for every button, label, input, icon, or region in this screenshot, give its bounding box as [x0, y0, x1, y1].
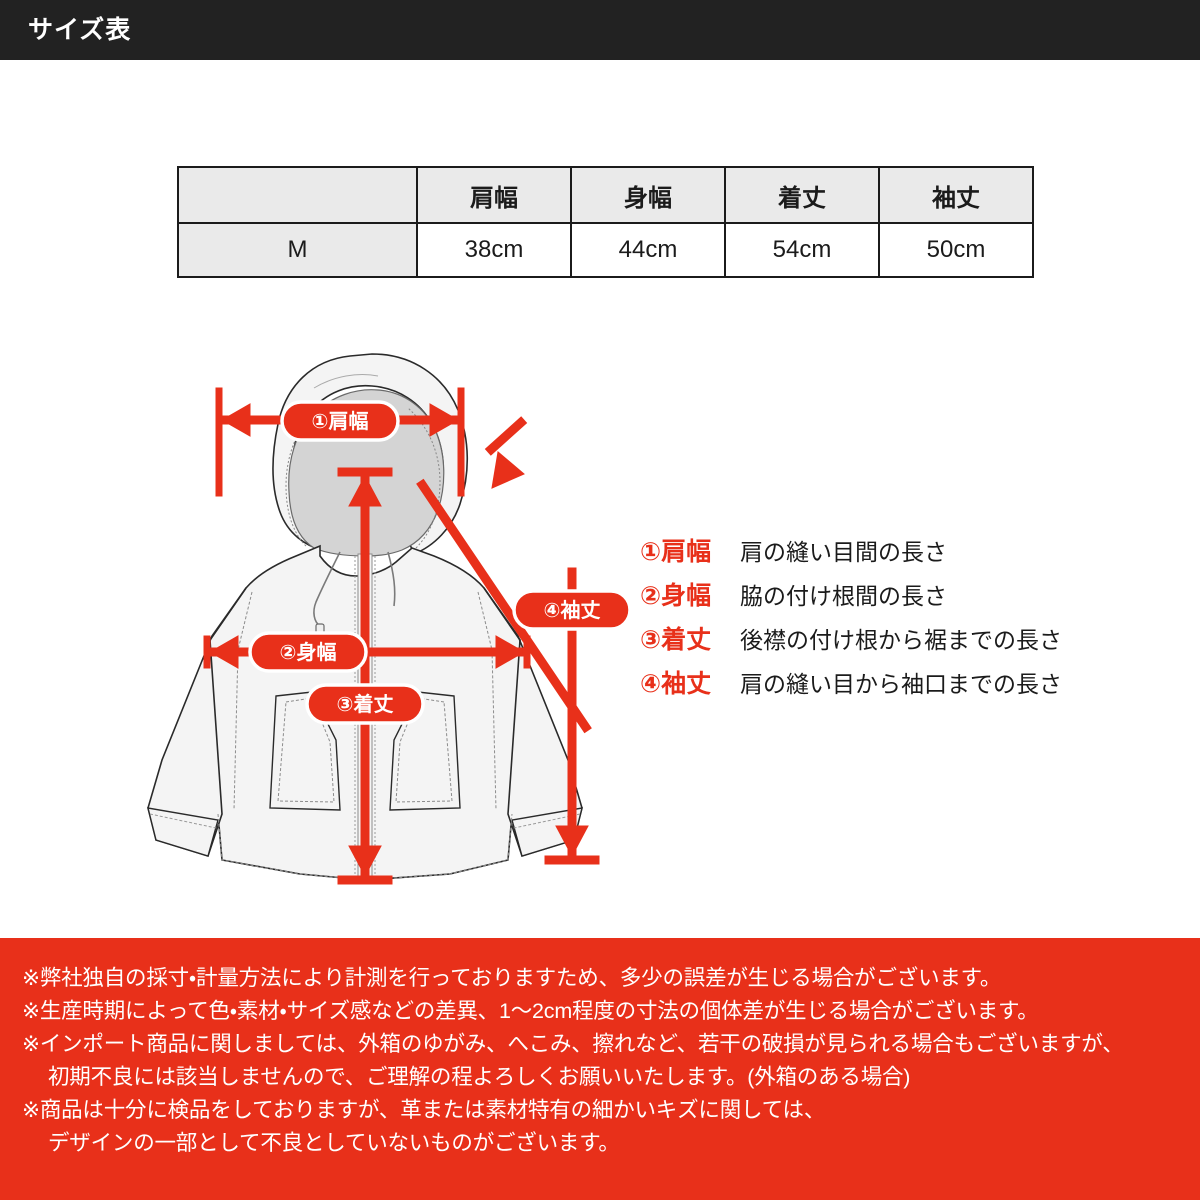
badge-shoulder-label: ①肩幅 — [312, 410, 369, 433]
badge-sleeve-label: ④袖丈 — [544, 599, 601, 622]
legend-item-length: ③着丈 後襟の付け根から裾までの長さ — [640, 620, 1110, 664]
badge-sleeve-pill — [512, 589, 632, 631]
table-header-cell-size — [177, 166, 418, 224]
shoulder-cap-right — [457, 387, 465, 497]
shoulder-cap-left — [215, 387, 223, 497]
badge-chest-label: ②身幅 — [280, 640, 337, 664]
disclaimer-line-3: ※インポート商品に関しましては、外箱のゆがみ、へこみ、擦れなど、若干の破損が見ら… — [22, 1032, 1124, 1056]
chest-arrowhead-right — [495, 635, 526, 669]
length-arrowhead-top — [348, 474, 382, 507]
seam-right-armhole — [477, 591, 497, 811]
legend-key-sleeve: ④袖丈 — [640, 670, 712, 698]
table-cell-sleeve-value: 50cm — [878, 222, 1034, 278]
chest-arrowhead-left — [208, 635, 239, 669]
disclaimer-line-4: 初期不良には該当しませんので、ご理解の程よろしくお願いいたします。(外箱のある場… — [48, 1065, 911, 1089]
page-title: サイズ表 — [28, 16, 132, 44]
table-row: M 38cm 44cm 54cm 50cm — [177, 222, 1034, 278]
sleeve-cap-top — [484, 416, 528, 456]
disclaimer-line-5: ※商品は十分に検品をしておりますが、革または素材特有の細かいキズに関しては、 — [22, 1098, 826, 1122]
badge-chest-pill — [248, 631, 368, 673]
table-cell-size-value: M — [177, 222, 418, 278]
badge-length-pill — [305, 683, 425, 725]
measurement-legend: ①肩幅 肩の縫い目間の長さ ②身幅 脇の付け根間の長さ ③着丈 後襟の付け根から… — [640, 532, 1110, 708]
table-cell-chest-value: 44cm — [570, 222, 726, 278]
legend-key-shoulder: ①肩幅 — [640, 538, 712, 566]
table-header-cell-shoulder: 肩幅 — [416, 166, 572, 224]
table-cell-length-value: 54cm — [724, 222, 880, 278]
legend-desc-sleeve: 肩の縫い目から袖口までの長さ — [740, 671, 1062, 697]
shoulder-arrowhead-right — [429, 403, 460, 437]
legend-item-chest: ②身幅 脇の付け根間の長さ — [640, 576, 1110, 620]
seam-left-armhole — [233, 591, 253, 811]
disclaimer-line-1: ※弊社独自の採寸・計量方法により計測を行っておりますため、多少の誤差が生じる場合… — [22, 966, 1002, 990]
length-arrowhead-bottom — [348, 845, 382, 878]
legend-item-shoulder: ①肩幅 肩の縫い目間の長さ — [640, 532, 1110, 576]
measurement-badges: ①肩幅 ②身幅 ③着丈 ④袖丈 — [248, 400, 632, 725]
legend-key-chest: ②身幅 — [640, 582, 712, 610]
hood-top-seam — [313, 374, 379, 389]
badge-length-label: ③着丈 — [337, 692, 394, 716]
legend-desc-shoulder: 肩の縫い目間の長さ — [740, 539, 947, 565]
sleeve-arrowhead-bottom — [555, 825, 589, 858]
sleeve-arrowhead-top — [491, 451, 525, 489]
cuff-left-stitch — [149, 813, 217, 829]
shoulder-arrowhead-left — [220, 403, 251, 437]
table-header-row: 肩幅 身幅 着丈 袖丈 — [177, 166, 1034, 224]
length-cap-top — [337, 467, 393, 477]
sleeve-cap-bottom — [544, 855, 600, 865]
table-cell-shoulder-value: 38cm — [416, 222, 572, 278]
page-header-bar: サイズ表 — [0, 0, 1200, 60]
legend-desc-length: 後襟の付け根から裾までの長さ — [740, 627, 1062, 653]
sleeve-arrow-diagonal — [416, 478, 592, 734]
table-header-cell-chest: 身幅 — [570, 166, 726, 224]
badge-shoulder-pill — [280, 400, 400, 442]
table-header-cell-sleeve: 袖丈 — [878, 166, 1034, 224]
cuff-left — [147, 807, 219, 857]
drawstring-right — [387, 551, 396, 607]
length-arrow-shaft — [360, 475, 370, 877]
disclaimer-line-6: デザインの一部として不良としていないものがございます。 — [48, 1131, 620, 1155]
legend-item-sleeve: ④袖丈 肩の縫い目から袖口までの長さ — [640, 664, 1110, 708]
length-cap-bottom — [337, 875, 393, 885]
legend-key-length: ③着丈 — [640, 626, 712, 654]
table-header-cell-length: 着丈 — [724, 166, 880, 224]
size-table: 肩幅 身幅 着丈 袖丈 M 38cm 44cm 54cm 50cm — [177, 166, 1034, 278]
hoodie-measurement-diagram: ①肩幅 ②身幅 ③着丈 ④袖丈 — [100, 340, 640, 910]
drawstring-left — [313, 551, 341, 627]
disclaimer-line-2: ※生産時期によって色・素材・サイズ感などの差異、1〜2cm程度の寸法の個体差が生… — [22, 999, 1039, 1023]
disclaimer-banner: ※弊社独自の採寸・計量方法により計測を行っておりますため、多少の誤差が生じる場合… — [0, 938, 1200, 1200]
legend-desc-chest: 脇の付け根間の長さ — [740, 583, 947, 609]
hood-stitch-right — [407, 407, 441, 549]
